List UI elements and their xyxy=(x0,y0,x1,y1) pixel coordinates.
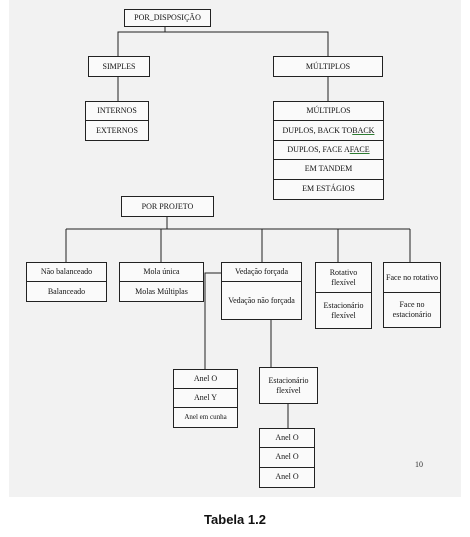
multiplos-item-underlined: FACE xyxy=(349,144,370,154)
group-item: Face no rotativo xyxy=(384,263,440,293)
simples-label: SIMPLES xyxy=(102,61,136,71)
multiplos-item: DUPLOS, BACK TO BACK xyxy=(274,121,383,141)
group-item: Rotativo flexível xyxy=(316,263,371,293)
simples-list: INTERNOS EXTERNOS xyxy=(85,101,149,141)
group-item: Mola única xyxy=(120,263,203,282)
page-number: 10 xyxy=(415,460,423,469)
multiplos-item: MÚLTIPLOS xyxy=(274,102,383,122)
root-label: POR_DISPOSIÇÃO xyxy=(134,13,201,22)
simples-item: EXTERNOS xyxy=(96,125,138,135)
projeto-group-rotativo: Rotativo flexível Estacionário flexível xyxy=(315,262,372,329)
simples-box: SIMPLES xyxy=(88,56,150,77)
projeto-group-face: Face no rotativo Face no estacionário xyxy=(383,262,441,328)
group-item: Molas Múltiplas xyxy=(135,286,188,296)
multiplos-box: MÚLTIPLOS xyxy=(273,56,383,77)
projeto-group-balanceado: Não balanceado Balanceado xyxy=(26,262,107,302)
multiplos-label: MÚLTIPLOS xyxy=(305,61,351,71)
figure-caption: Tabela 1.2 xyxy=(204,512,266,527)
projeto-group-mola: Mola única Molas Múltiplas xyxy=(119,262,204,302)
multiplos-item-underlined: BACK xyxy=(352,125,375,135)
connector-projeto xyxy=(65,217,411,262)
connector-lines xyxy=(65,26,411,428)
group-item: Balanceado xyxy=(47,286,86,296)
group-item: Vedação forçada xyxy=(222,263,301,282)
multiplos-item: DUPLOS, FACE A FACE xyxy=(274,141,383,161)
multiplos-item-text: DUPLOS, BACK TO xyxy=(282,125,353,135)
group-item: Vedação não forçada xyxy=(228,295,295,305)
root-box: POR_DISPOSIÇÃO xyxy=(124,9,211,27)
group-item: Não balanceado xyxy=(27,263,106,282)
anel-o-item: Anel O xyxy=(260,448,314,468)
multiplos-item: EM ESTÁGIOS xyxy=(302,184,355,194)
multiplos-item-text: DUPLOS, FACE A xyxy=(287,144,350,154)
group-item: Estacionário flexível xyxy=(323,300,364,320)
simples-item: INTERNOS xyxy=(86,102,148,121)
anel-o-item: Anel O xyxy=(275,472,299,482)
multiplos-item: EM TANDEM xyxy=(274,160,383,180)
anel-o-group: Anel O Anel O Anel O xyxy=(259,428,315,488)
projeto-box: POR PROJETO xyxy=(121,196,214,217)
anel-item: Anel Y xyxy=(174,389,237,408)
estacionario-box: Estacionário flexível xyxy=(259,367,318,404)
estacionario-label: Estacionário flexível xyxy=(268,375,309,395)
multiplos-list: MÚLTIPLOS DUPLOS, BACK TO BACK DUPLOS, F… xyxy=(273,101,384,200)
group-item: Face no estacionário xyxy=(392,300,432,319)
connector-anel xyxy=(204,272,223,369)
anel-item: Anel O xyxy=(174,370,237,389)
projeto-label: POR PROJETO xyxy=(141,201,194,211)
anel-o-item: Anel O xyxy=(260,429,314,449)
diagram-slide: POR_DISPOSIÇÃO SIMPLES MÚLTIPLOS INTERNO… xyxy=(9,0,461,497)
projeto-group-vedacao: Vedação forçada Vedação não forçada xyxy=(221,262,302,320)
anel-item: Anel em cunha xyxy=(184,413,227,422)
anel-group: Anel O Anel Y Anel em cunha xyxy=(173,369,238,428)
connector-root xyxy=(117,26,329,56)
